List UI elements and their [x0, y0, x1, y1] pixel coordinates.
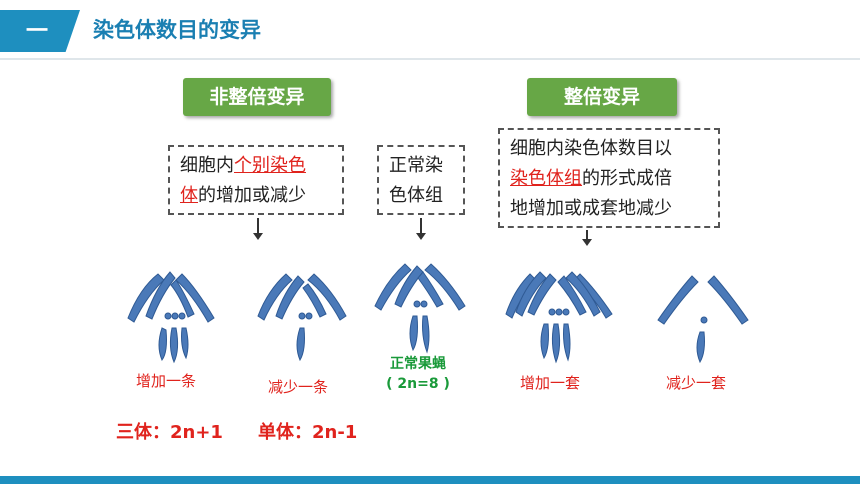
box3-line2: 的形式成倍: [582, 168, 672, 189]
chromosome-set-monosomy-icon: [257, 273, 347, 362]
caption-normal-line2: ( 2n=8 ): [386, 376, 450, 392]
label-euploidy: 整倍变异: [527, 78, 677, 116]
section-badge: [0, 10, 80, 52]
box1-text: 细胞内: [180, 155, 234, 176]
caption-triploid: 增加一套: [520, 374, 581, 392]
chromosome-set-normal-icon: [374, 263, 466, 354]
box2-line1: 正常染: [389, 155, 443, 176]
box3-line1: 细胞内染色体数目以: [510, 138, 672, 159]
box2-line2: 色体组: [389, 185, 443, 206]
caption-normal: 正常果蝇 ( 2n=8 ): [368, 354, 468, 394]
box3-line3: 地增加或成套地减少: [510, 198, 672, 219]
definition-box-euploidy: 细胞内染色体数目以 染色体组的形式成倍 地增加或成套地减少: [498, 128, 720, 228]
box1-highlight-2: 体: [180, 185, 198, 206]
section-number: 一: [26, 19, 51, 44]
caption-monosomy: 减少一条: [268, 378, 329, 396]
chromosome-set-trisomy-icon: [127, 271, 215, 364]
footer-bar: [0, 476, 860, 484]
chromosome-set-haploid-icon: [657, 275, 749, 364]
caption-trisomy: 增加一条: [136, 372, 197, 390]
chromosome-set-triploid-icon: [505, 271, 613, 364]
arrow-down-icon: [416, 218, 426, 240]
formula-trisomy: 三体：2n+1: [116, 422, 223, 443]
header-divider: [0, 58, 860, 60]
page-title: 染色体数目的变异: [93, 18, 261, 42]
box1-highlight: 个别染色: [234, 155, 306, 176]
label-aneuploidy: 非整倍变异: [183, 78, 331, 116]
box1-text-2: 的增加或减少: [198, 185, 306, 206]
arrow-down-icon: [253, 218, 263, 240]
box3-highlight: 染色体组: [510, 168, 582, 189]
formula-monosomy: 单体：2n-1: [258, 422, 358, 443]
caption-normal-line1: 正常果蝇: [390, 356, 446, 372]
caption-haploid: 减少一套: [666, 374, 727, 392]
header: 一 染色体数目的变异: [0, 0, 860, 64]
arrow-down-icon: [582, 230, 592, 246]
definition-box-aneuploidy: 细胞内个别染色 体的增加或减少: [168, 145, 344, 215]
definition-box-normal: 正常染 色体组: [377, 145, 465, 215]
